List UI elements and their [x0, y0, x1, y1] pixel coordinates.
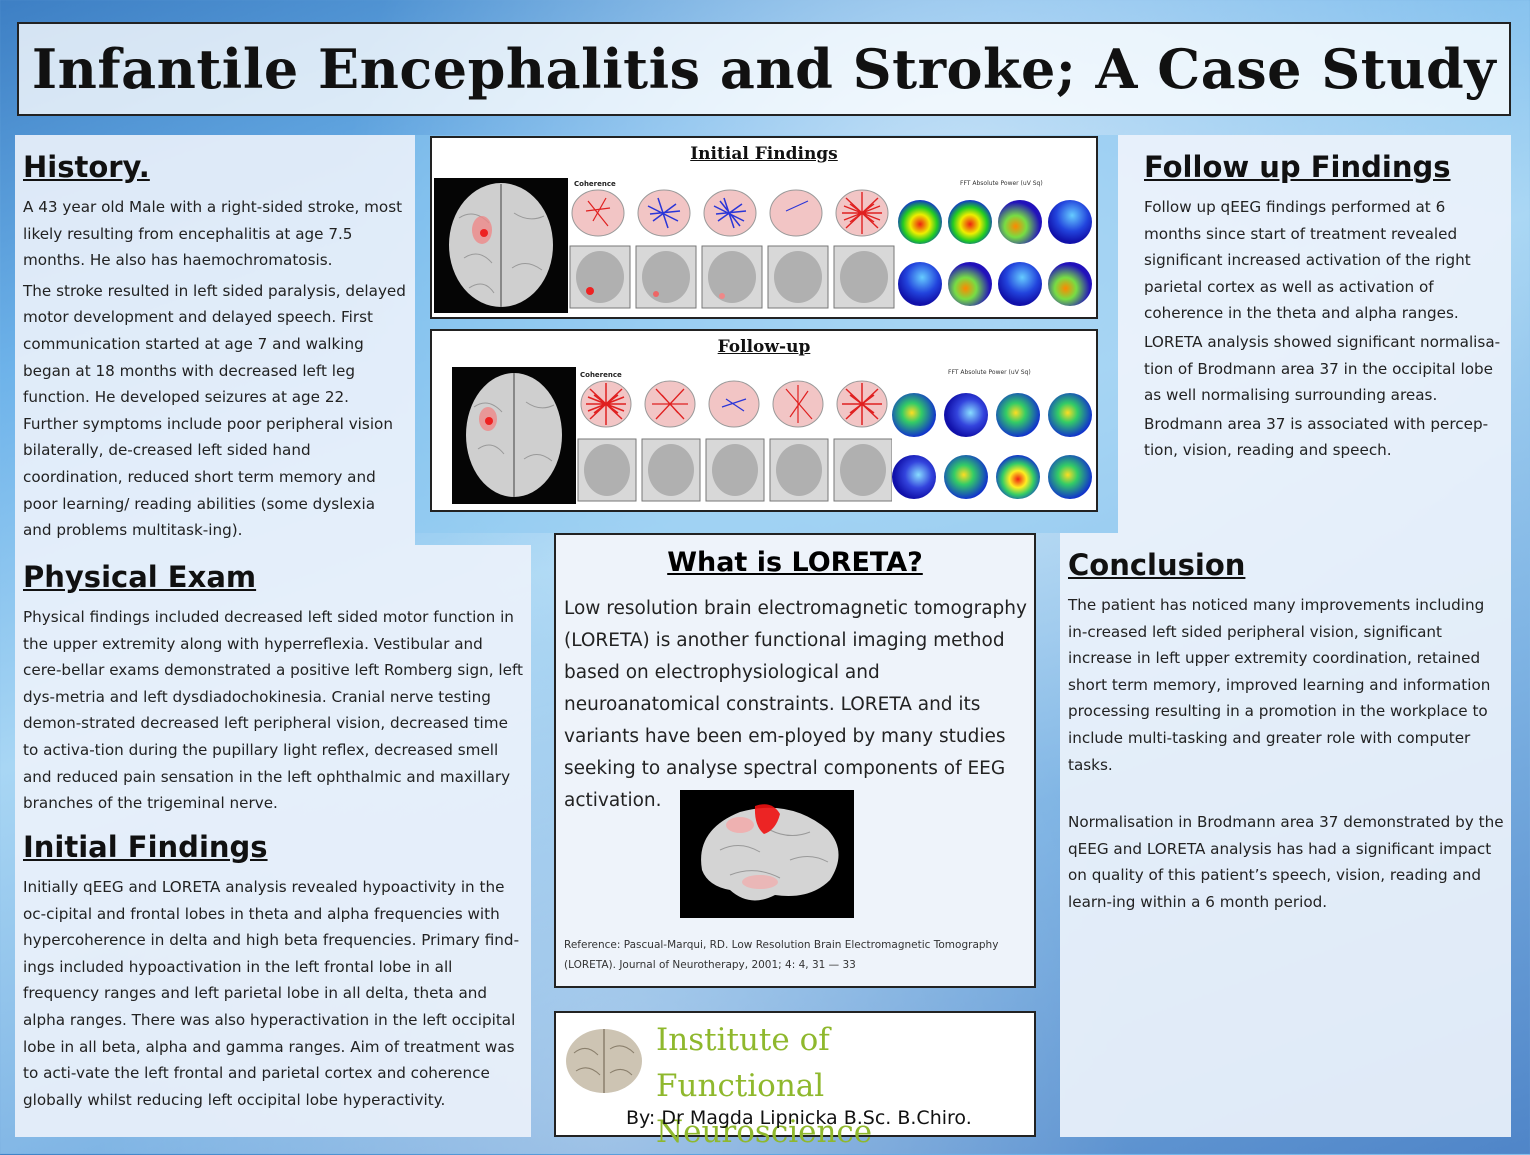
loreta-reference: Reference: Pascual-Marqui, RD. Low Resol… — [564, 939, 999, 971]
author-byline: By: Dr Magda Lipnicka B.Sc. B.Chiro. — [626, 1107, 972, 1129]
follow-up-paragraph-3: Brodmann area 37 is associated with perc… — [1144, 414, 1489, 460]
conclusion-section: Conclusion The patient has noticed many … — [1068, 548, 1504, 916]
fft-topomaps-initial — [898, 200, 1092, 306]
initial-findings-section: Initial Findings Initially qEEG and LORE… — [23, 830, 523, 1113]
conclusion-paragraph-2: Normalisation in Brodmann area 37 demons… — [1068, 813, 1504, 911]
physical-exam-section: Physical Exam Physical findings included… — [23, 560, 523, 817]
left-lower-panel — [15, 545, 531, 1137]
conclusion-paragraph-1: The patient has noticed many improvement… — [1068, 596, 1491, 774]
followup-figure-title: Follow-up — [717, 337, 811, 357]
coherence-label: Coherence — [574, 180, 616, 188]
institute-name: Institute of Functional Neuroscience — [656, 1017, 1034, 1155]
coherence-heads-initial — [569, 189, 895, 309]
poster-title: Infantile Encephalitis and Stroke; A Cas… — [31, 37, 1497, 101]
initial-findings-paragraph: Initially qEEG and LORETA analysis revea… — [23, 878, 520, 1109]
history-paragraph-2: The stroke resulted in left sided paraly… — [23, 281, 406, 540]
fft-topomaps-followup — [892, 393, 1092, 499]
conclusion-heading: Conclusion — [1068, 548, 1246, 582]
loreta-brain-top-view-followup — [452, 367, 576, 504]
history-panel — [15, 135, 415, 545]
coherence-label-followup: Coherence — [580, 371, 622, 379]
loreta-panel: What is LORETA? Low resolution brain ele… — [554, 533, 1036, 988]
loreta-body: Low resolution brain electromagnetic tom… — [564, 598, 1027, 811]
loreta-brain-top-view — [434, 178, 568, 313]
institute-panel: Institute of Functional Neuroscience By:… — [554, 1011, 1036, 1150]
physical-exam-paragraph: Physical findings included decreased lef… — [23, 608, 524, 813]
follow-up-panel — [1118, 135, 1511, 533]
initial-findings-heading: Initial Findings — [23, 830, 268, 864]
history-heading: History. — [23, 150, 150, 184]
physical-exam-heading: Physical Exam — [23, 560, 257, 594]
fft-label: FFT Absolute Power (uV Sq) — [960, 180, 1043, 187]
initial-figure-title: Initial Findings — [690, 144, 838, 164]
follow-up-paragraph-1: Follow up qEEG findings performed at 6 m… — [1144, 198, 1471, 323]
follow-up-section: Follow up Findings Follow up qEEG findin… — [1144, 150, 1504, 464]
coherence-heads-followup — [577, 380, 892, 502]
initial-findings-figure: Initial Findings Coherence FFT Absolute … — [430, 136, 1098, 319]
follow-up-heading: Follow up Findings — [1144, 150, 1451, 184]
history-paragraph-1: A 43 year old Male with a right-sided st… — [23, 198, 403, 270]
poster-title-box: Infantile Encephalitis and Stroke; A Cas… — [17, 22, 1511, 116]
institute-name-line-2: Functional Neuroscience — [656, 1068, 873, 1150]
institute-name-line-1: Institute of — [656, 1022, 830, 1058]
follow-up-figure: Follow-up Coherence FFT Absolute Power (… — [430, 329, 1098, 512]
brain-logo-icon — [560, 1019, 648, 1099]
conclusion-panel — [1060, 533, 1511, 1137]
fft-label-followup: FFT Absolute Power (uV Sq) — [948, 369, 1031, 376]
history-section: History. A 43 year old Male with a right… — [23, 150, 408, 544]
follow-up-paragraph-2: LORETA analysis showed significant norma… — [1144, 332, 1501, 405]
loreta-heading: What is LORETA? — [667, 547, 923, 578]
loreta-brain-side-view — [680, 790, 854, 918]
